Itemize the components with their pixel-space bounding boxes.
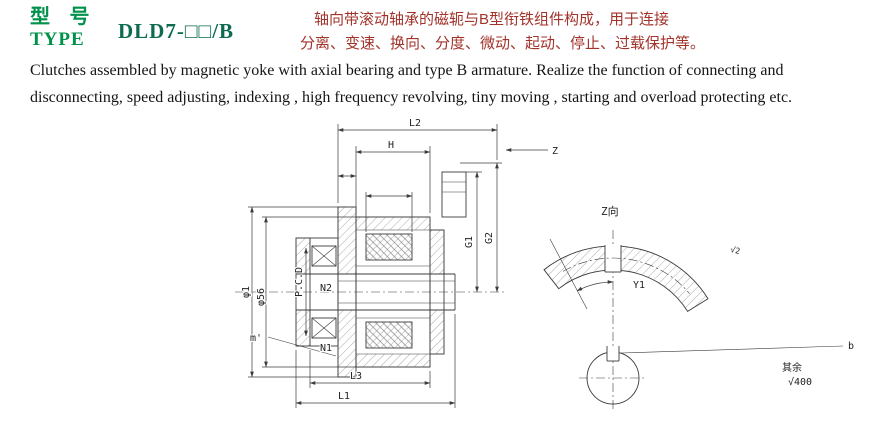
dim-label-m: m' — [250, 333, 262, 344]
dimension-lines — [248, 124, 548, 408]
dim-label-dia2: φ56 — [256, 288, 267, 306]
cross-section-view — [235, 124, 548, 408]
view-title-z-direction: Z向 — [601, 204, 619, 218]
dim-label-l3: L3 — [350, 371, 362, 382]
terminal-block — [441, 171, 467, 218]
dim-label-b: b — [848, 341, 854, 352]
dim-label-y1: Y1 — [633, 280, 645, 291]
drawing-labels: L2 H Z G2 G1 φ1 φ56 P.C.D m' N2 N1 L3 L1… — [240, 117, 855, 403]
view-arrow-label-z: Z — [552, 146, 558, 157]
bearing-bottom — [311, 317, 337, 339]
description-english-line2: disconnecting, speed adjusting, indexing… — [30, 89, 793, 106]
type-heading-cn: 型 号 — [30, 6, 97, 28]
description-english: Clutches assembled by magnetic yoke with… — [30, 57, 852, 111]
dim-label-l2: L2 — [409, 118, 421, 129]
dim-label-g2: G2 — [484, 232, 495, 244]
model-code: DLD7-□□/B — [118, 19, 235, 43]
armature-sector — [543, 245, 709, 313]
surface-finish-mark: √2 — [730, 245, 741, 256]
dim-label-g1: G1 — [464, 236, 475, 248]
shaft-bore-lines — [296, 273, 456, 311]
dim-label-h: H — [388, 140, 394, 151]
description-chinese-line2: 分离、变速、换向、分度、微动、起动、停止、过载保护等。 — [300, 35, 706, 52]
dim-label-n1: N1 — [320, 343, 332, 354]
type-heading: 型 号 TYPE — [30, 6, 97, 51]
type-heading-en: TYPE — [30, 29, 85, 50]
coil-section-bottom — [365, 321, 413, 349]
finish-note-text: 其余 — [782, 361, 802, 374]
description-chinese: 轴向带滚动轴承的磁轭与B型衔铁组件构成，用于连接 分离、变速、换向、分度、微动、… — [300, 8, 770, 56]
description-chinese-line1: 轴向带滚动轴承的磁轭与B型衔铁组件构成，用于连接 — [314, 11, 670, 28]
z-direction-view — [543, 230, 844, 410]
bearing-top — [311, 245, 337, 267]
dim-label-l1: L1 — [338, 391, 350, 402]
dim-label-n2: N2 — [320, 283, 332, 294]
dim-label-dia1: φ1 — [241, 286, 252, 298]
dim-label-pcd: P.C.D — [294, 267, 305, 297]
finish-note-value: √400 — [788, 376, 812, 388]
description-english-line1: Clutches assembled by magnetic yoke with… — [30, 62, 784, 79]
coil-section-top — [365, 233, 413, 261]
